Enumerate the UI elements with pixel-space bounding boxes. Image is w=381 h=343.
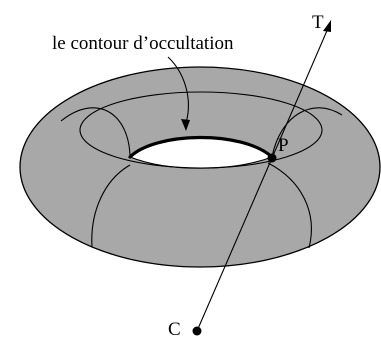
meridian-front-left (91, 164, 131, 248)
hole-lower-edge (129, 156, 273, 169)
center-c-marker (192, 326, 202, 336)
tangent-line (271, 25, 330, 159)
label-c: C (168, 319, 181, 340)
view-ray (196, 157, 273, 332)
torus-hole (130, 137, 272, 169)
meridian-back-left (60, 107, 131, 156)
tangent-arrowhead (323, 20, 331, 32)
caption-pointer-arrowhead (181, 119, 190, 131)
label-p: P (278, 135, 289, 156)
occluding-contour (128, 135, 274, 159)
meridian-back-right (271, 107, 343, 158)
point-p-marker (267, 153, 277, 163)
meridian-front-right (267, 162, 312, 249)
contour-caption: le contour d’occultation (52, 33, 234, 54)
caption-pointer-line (167, 56, 189, 124)
label-t: T (312, 12, 324, 33)
